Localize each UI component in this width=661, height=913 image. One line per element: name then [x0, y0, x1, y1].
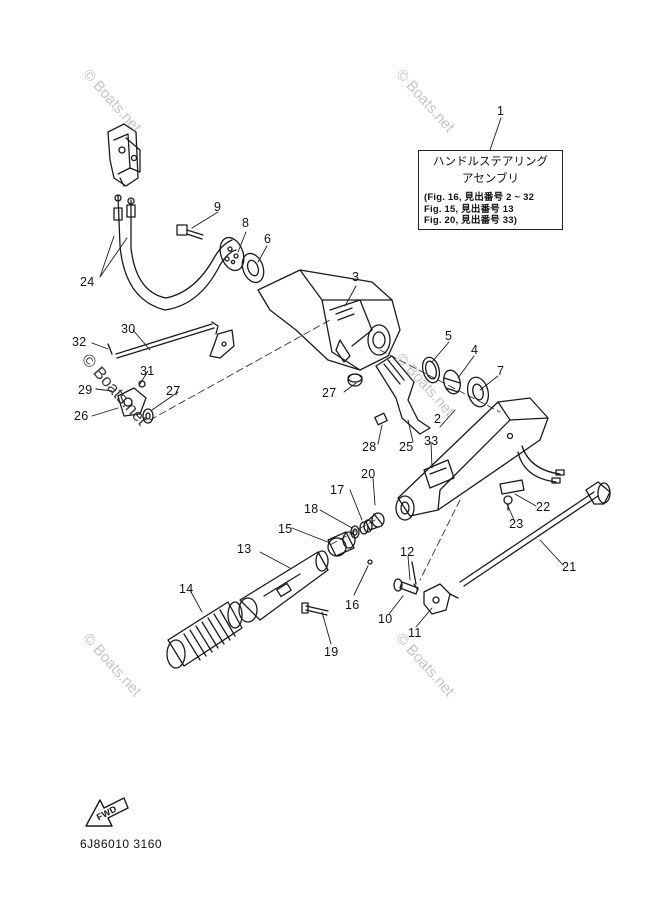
lever-10 [393, 578, 419, 595]
callout-3: 3 [352, 270, 360, 284]
callout-5: 5 [445, 329, 453, 343]
screw-19 [301, 602, 329, 616]
washer-27-small [142, 408, 154, 424]
callout-9: 9 [214, 200, 222, 214]
washer-7 [466, 376, 490, 408]
callout-1: 1 [497, 104, 505, 118]
callout-14: 14 [179, 582, 194, 596]
callout-26: 26 [74, 409, 89, 423]
callout-24: 24 [80, 275, 95, 289]
grip-sleeve-13 [238, 550, 329, 623]
callout-32: 32 [72, 335, 87, 349]
callout-2: 2 [434, 412, 442, 426]
shift-rod-30 [107, 321, 219, 359]
throttle-shaft-21 [459, 481, 611, 587]
callout-29: 29 [78, 383, 93, 397]
guide-20 [365, 512, 385, 531]
callout-27-left: 27 [166, 384, 181, 398]
steering-bracket-3 [257, 269, 401, 371]
callout-6: 6 [264, 232, 272, 246]
callout-15: 15 [278, 522, 293, 536]
washer-18 [350, 525, 360, 539]
rod-end-26 [117, 387, 147, 417]
steering-handle-2 [395, 397, 549, 521]
clip-31 [138, 380, 146, 388]
nut-27 [347, 373, 363, 387]
callout-7: 7 [497, 364, 505, 378]
callout-23: 23 [509, 517, 524, 531]
callout-27-right: 27 [322, 386, 337, 400]
diagram-code: 6J86010 3160 [80, 837, 163, 851]
bolt-9 [176, 224, 204, 240]
note-ref-fig15: Fig. 15, 見出番号 13 [424, 203, 514, 215]
note-references: (Fig. 16, 見出番号 2 ~ 32 Fig. 15, 見出番号 13 F… [419, 192, 562, 227]
assembly-reference-note: ハンドルステアリング アセンブリ (Fig. 16, 見出番号 2 ~ 32 F… [418, 150, 563, 230]
bushing-4 [443, 369, 461, 395]
callout-11: 11 [408, 626, 422, 640]
callout-8: 8 [242, 216, 250, 230]
note-title-line2: アセンブリ [462, 173, 519, 185]
note-ref-fig16: (Fig. 16, 見出番号 2 ~ 32 [424, 192, 535, 203]
friction-lever-25 [375, 355, 431, 435]
plate-8 [219, 236, 245, 272]
callout-20: 20 [361, 467, 376, 481]
ring-5 [421, 356, 441, 384]
callout-25: 25 [399, 440, 414, 454]
callout-12: 12 [400, 545, 415, 559]
callout-33: 33 [424, 434, 439, 448]
screw-16 [367, 559, 373, 565]
block-11 [423, 583, 459, 615]
callout-22: 22 [536, 500, 551, 514]
callout-18: 18 [304, 502, 319, 516]
stop-switch-wires [517, 445, 565, 484]
link-arm [209, 329, 235, 359]
callout-16: 16 [345, 598, 360, 612]
throttle-grip-14 [166, 601, 243, 669]
gasket-6 [241, 252, 265, 284]
forward-arrow-icon [85, 797, 129, 827]
callout-19: 19 [324, 645, 339, 659]
callout-30: 30 [121, 322, 136, 336]
callout-4: 4 [471, 343, 479, 357]
clip-22-screw-23 [499, 479, 525, 511]
spring-17 [359, 519, 373, 535]
callout-10: 10 [378, 612, 393, 626]
callout-31: 31 [140, 364, 155, 378]
callout-17: 17 [330, 483, 345, 497]
pin-28 [374, 412, 388, 426]
callout-21: 21 [562, 560, 577, 574]
collar-15 [327, 531, 356, 557]
note-title-line1: ハンドルステアリング [433, 156, 548, 168]
callout-13: 13 [237, 542, 252, 556]
cable-ends [113, 194, 237, 311]
throttle-cable-bracket [107, 123, 141, 187]
note-ref-fig20: Fig. 20, 見出番号 33) [424, 215, 518, 226]
callout-28: 28 [362, 440, 377, 454]
